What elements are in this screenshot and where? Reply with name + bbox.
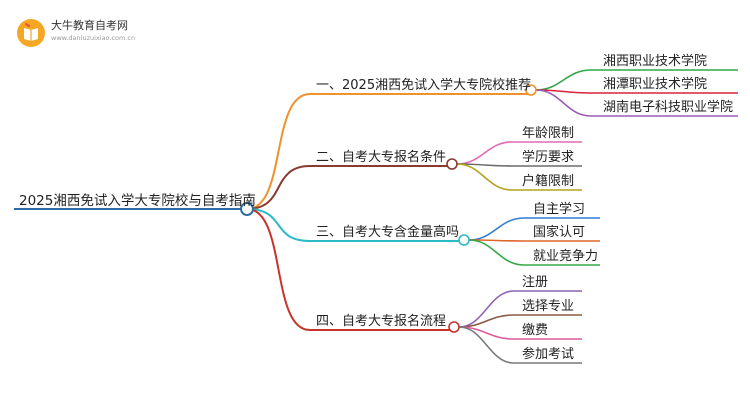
root-node-label[interactable]: 2025湘西免试入学大专院校与自考指南 [19, 193, 256, 209]
branch-4-child-1-label[interactable]: 注册 [522, 275, 549, 290]
branch-1-label[interactable]: 一、2025湘西免试入学大专院校推荐 [316, 78, 532, 93]
branch-3-connector [246, 208, 311, 242]
branch-2-label[interactable]: 二、自考大专报名条件 [316, 150, 447, 165]
branch-1-connector [246, 93, 311, 210]
branch-3-label[interactable]: 三、自考大专含金量高吗 [316, 225, 460, 240]
branch-4-child-4-connector [458, 326, 515, 364]
branch-1-node [525, 84, 537, 96]
branch-3-child-1-label[interactable]: 自主学习 [533, 202, 586, 217]
branch-2-child-3-label[interactable]: 户籍限制 [522, 174, 575, 189]
branch-1-child-3-connector [535, 89, 592, 117]
branch-4-connector [246, 208, 311, 331]
branch-4-child-4-label[interactable]: 参加考试 [522, 347, 575, 362]
branch-2-child-1-label[interactable]: 年龄限制 [522, 126, 575, 141]
branch-2-connector [246, 165, 311, 210]
branch-1-child-1-connector [535, 69, 592, 91]
branch-3-child-2-label[interactable]: 国家认可 [533, 225, 586, 240]
branch-4-child-3-label[interactable]: 缴费 [522, 323, 549, 338]
branch-2-child-1-connector [456, 141, 513, 165]
branch-3-child-1-connector [468, 217, 525, 241]
branch-1-child-3-label[interactable]: 湖南电子科技职业学院 [603, 100, 734, 115]
branch-4-label[interactable]: 四、自考大专报名流程 [316, 314, 447, 329]
site-logo[interactable]: 大牛教育自考网 www.daniuzuixiao.com.cn [16, 18, 176, 48]
branch-1-child-1-label[interactable]: 湘西职业技术学院 [603, 54, 708, 69]
logo-url: www.daniuzuixiao.com.cn [51, 34, 136, 42]
root-node [240, 202, 254, 216]
branch-2-node [446, 158, 458, 170]
branch-3-node [458, 234, 470, 246]
branch-3-child-3-label[interactable]: 就业竞争力 [533, 249, 599, 264]
branch-4-node [448, 321, 460, 333]
branch-1-child-2-label[interactable]: 湘潭职业技术学院 [603, 77, 708, 92]
branch-2-child-3-connector [456, 163, 513, 191]
branch-3-child-3-connector [468, 239, 525, 266]
book-icon [17, 19, 45, 47]
logo-title: 大牛教育自考网 [51, 19, 128, 32]
branch-2-child-2-label[interactable]: 学历要求 [522, 150, 575, 165]
branch-4-child-2-label[interactable]: 选择专业 [522, 299, 575, 314]
